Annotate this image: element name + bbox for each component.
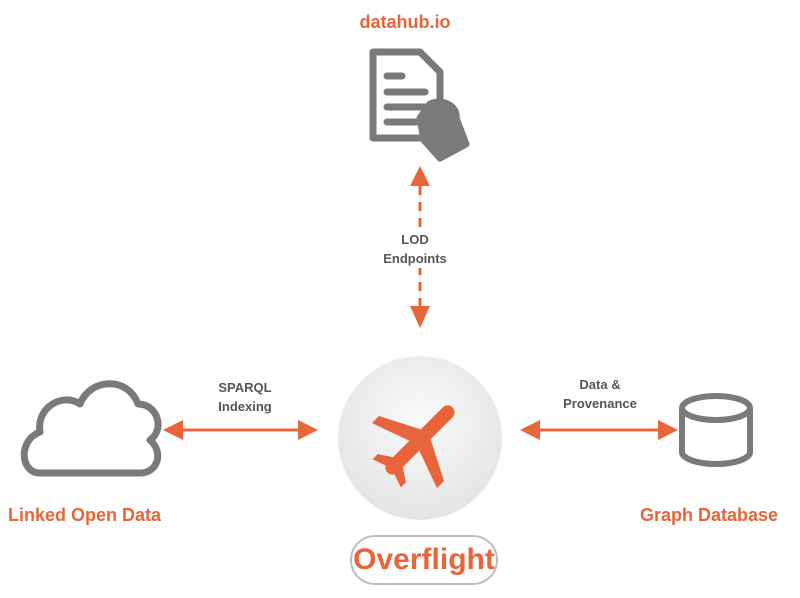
overflight-label-box: Overflight — [350, 535, 498, 585]
lod-endpoints-arrow — [410, 166, 430, 328]
data-provenance-line2: Provenance — [563, 396, 637, 411]
data-provenance-line1: Data & — [579, 377, 621, 392]
airplane-icon — [371, 405, 455, 489]
graph-database-title: Graph Database — [640, 505, 779, 525]
sparql-indexing-arrow — [163, 420, 318, 440]
datahub-title: datahub.io — [359, 12, 451, 32]
lod-endpoints-line1: LOD — [401, 232, 429, 247]
linked-open-data-title: Linked Open Data — [8, 505, 162, 525]
lod-endpoints-line2: Endpoints — [383, 251, 447, 266]
sparql-indexing-label: SPARQL Indexing — [190, 378, 300, 416]
database-cylinder-icon — [679, 393, 753, 467]
data-provenance-arrow — [520, 420, 678, 440]
data-provenance-label: Data & Provenance — [545, 375, 655, 413]
overflight-node — [338, 356, 502, 520]
cloud-icon — [20, 380, 162, 477]
document-hand-icon — [369, 48, 470, 162]
sparql-indexing-line2: Indexing — [218, 399, 272, 414]
lod-endpoints-label: LOD Endpoints — [360, 230, 470, 268]
overflight-title: Overflight — [353, 543, 495, 576]
sparql-indexing-line1: SPARQL — [218, 380, 272, 395]
